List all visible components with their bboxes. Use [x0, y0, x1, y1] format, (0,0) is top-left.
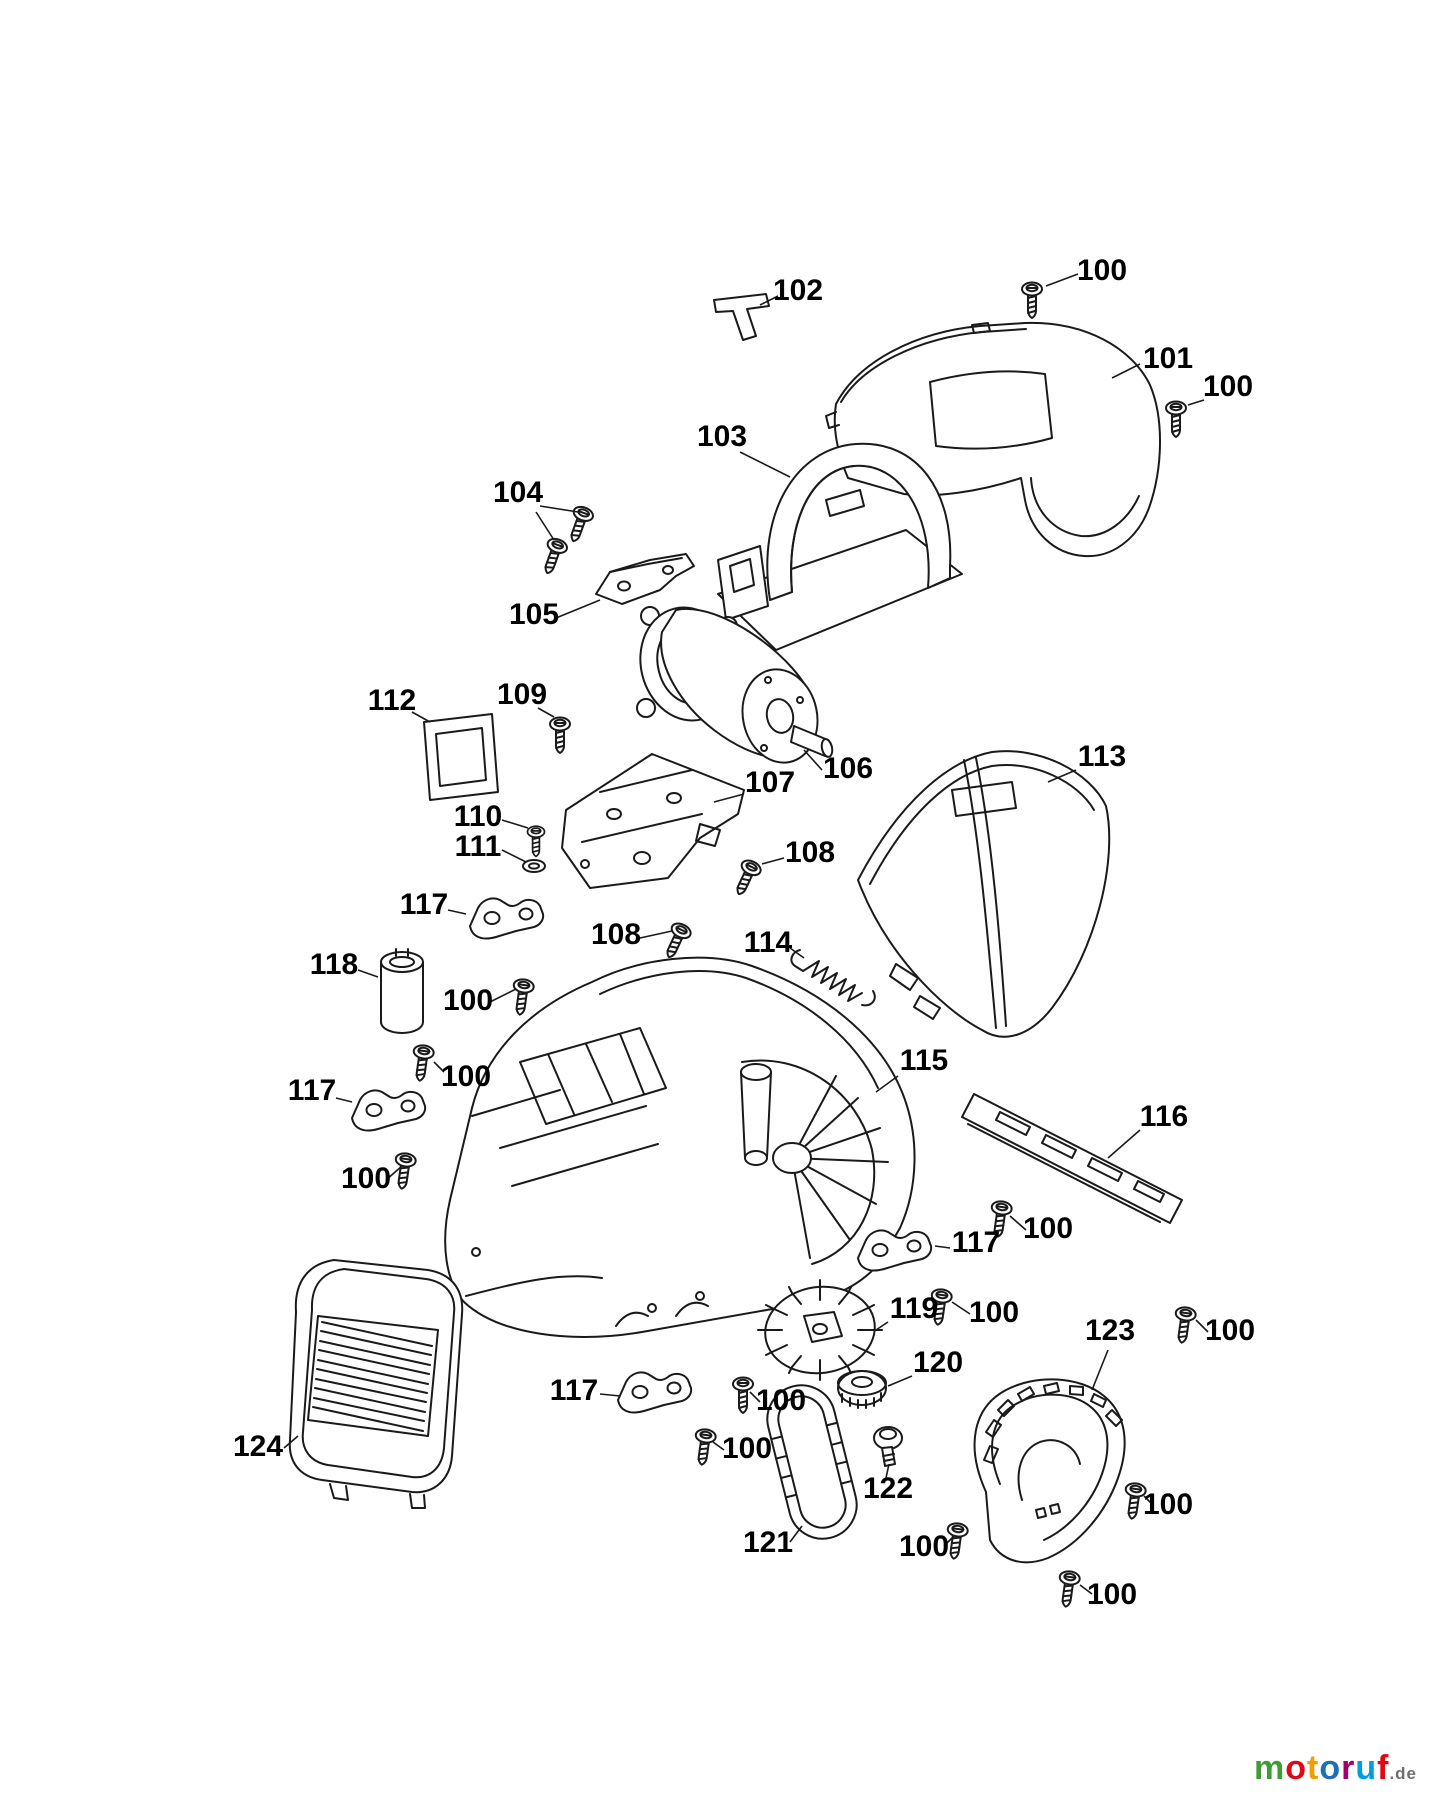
part-117-bracket-4	[617, 1371, 693, 1414]
callout-117-4: 117	[550, 1374, 598, 1407]
part-108-screw-1	[728, 856, 764, 900]
watermark-letter-6: u	[1355, 1749, 1378, 1787]
callout-122: 122	[863, 1472, 913, 1505]
part-112-frame	[423, 713, 499, 801]
callout-117-1: 117	[400, 888, 448, 921]
part-117-bracket-2	[351, 1089, 427, 1132]
callout-116: 116	[1140, 1100, 1188, 1133]
callout-100-7: 100	[969, 1296, 1019, 1329]
part-123-shroud	[973, 1378, 1126, 1564]
part-111-washer	[522, 859, 546, 873]
watermark-letter-3: t	[1306, 1749, 1320, 1787]
part-100-screw-9	[732, 1376, 754, 1414]
callout-100-4: 100	[441, 1060, 491, 1093]
part-100-screw-3	[508, 977, 536, 1018]
part-100-screw-8	[1170, 1305, 1198, 1346]
watermark-logo[interactable]: motoruf.de	[1254, 1749, 1417, 1788]
part-114-spring	[790, 949, 876, 1007]
callout-110: 110	[454, 800, 502, 833]
callout-111: 111	[455, 830, 502, 863]
part-109-screw	[549, 716, 571, 754]
part-103-motor-cover	[717, 442, 963, 651]
callout-100-6: 100	[1023, 1212, 1073, 1245]
part-113-panel	[857, 750, 1111, 1038]
part-105-bracket-plate	[595, 553, 695, 605]
callout-100-5: 100	[341, 1162, 391, 1195]
watermark-suffix: .de	[1389, 1764, 1417, 1783]
callout-113: 113	[1078, 740, 1126, 773]
part-119-impeller	[757, 1279, 883, 1381]
part-101-hood	[825, 321, 1161, 558]
watermark-letter-7: f	[1377, 1749, 1390, 1787]
part-100-screw-10	[690, 1427, 718, 1468]
callout-103: 103	[697, 420, 747, 453]
callout-108-1: 108	[785, 836, 835, 869]
callout-108-2: 108	[591, 918, 641, 951]
part-115-chassis	[444, 956, 916, 1338]
callout-105: 105	[509, 598, 559, 631]
part-100-screw-2	[1165, 400, 1187, 438]
callout-104: 104	[493, 476, 543, 509]
part-120-pulley	[837, 1370, 887, 1409]
callout-100-13: 100	[1087, 1578, 1137, 1611]
callout-115: 115	[900, 1044, 948, 1077]
part-110-screw	[526, 825, 546, 858]
callout-109: 109	[497, 678, 547, 711]
part-117-bracket-1	[469, 897, 545, 940]
callout-123: 123	[1085, 1314, 1135, 1347]
watermark-letter-2: o	[1285, 1749, 1307, 1787]
watermark-letter-5: r	[1341, 1749, 1356, 1787]
callout-121: 121	[743, 1526, 793, 1559]
callout-100-8: 100	[1205, 1314, 1255, 1347]
callout-101: 101	[1143, 342, 1193, 375]
callout-114: 114	[744, 926, 793, 959]
part-124-grille-cover	[288, 1259, 464, 1509]
callout-112: 112	[368, 684, 416, 717]
part-106-motor	[636, 606, 834, 764]
callout-100-10: 100	[722, 1432, 772, 1465]
part-121-belt	[766, 1384, 858, 1540]
callout-117-3: 117	[952, 1226, 1000, 1259]
part-104-screws	[537, 503, 596, 578]
leader-lines	[283, 273, 1209, 1595]
callout-107: 107	[745, 766, 795, 799]
part-107-mounting-plate	[561, 753, 745, 889]
callout-100-9: 100	[756, 1384, 806, 1417]
part-102-clip	[713, 293, 770, 341]
part-100-screw-4	[408, 1043, 436, 1084]
callout-119: 119	[890, 1292, 938, 1325]
callout-106: 106	[823, 752, 873, 785]
callout-118: 118	[310, 948, 358, 981]
callout-124: 124	[233, 1430, 283, 1463]
watermark-letter-1: m	[1253, 1749, 1286, 1787]
callout-100-12: 100	[899, 1530, 949, 1563]
part-118-capacitor	[380, 948, 424, 1034]
callout-120: 120	[913, 1346, 963, 1379]
part-122-bolt	[873, 1426, 903, 1467]
callout-102: 102	[773, 274, 823, 307]
callout-100-11: 100	[1143, 1488, 1193, 1521]
part-116-louver-strip	[961, 1093, 1183, 1224]
part-108-screw-2	[658, 919, 694, 963]
callout-117-2: 117	[288, 1074, 336, 1107]
part-117-bracket-3	[857, 1229, 933, 1272]
part-100-screw-13	[1054, 1569, 1082, 1610]
watermark-letter-4: o	[1319, 1749, 1342, 1787]
part-100-screw-1	[1021, 281, 1043, 319]
callout-100-2: 100	[1203, 370, 1253, 403]
callout-100-3: 100	[443, 984, 493, 1017]
callout-100-1: 100	[1077, 254, 1127, 287]
